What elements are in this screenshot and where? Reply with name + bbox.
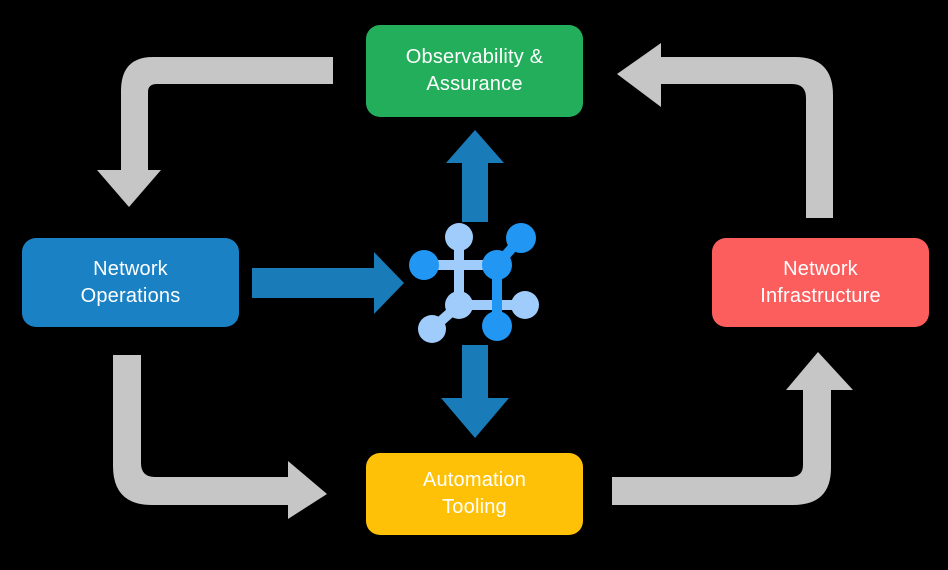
node-network-infrastructure[interactable]: Network Infrastructure [712, 238, 929, 327]
topology-node-light-bottomleft [418, 315, 446, 343]
arrow-center-to-automation [441, 345, 509, 438]
node-observability-assurance[interactable]: Observability & Assurance [366, 25, 583, 117]
node-automation-tooling-label: Automation Tooling [422, 469, 527, 518]
node-network-operations[interactable]: Network Operations [22, 238, 239, 327]
arrow-automation-to-infrastructure [612, 352, 853, 505]
node-network-infrastructure-label: Network Infrastructure [760, 257, 881, 307]
network-topology-icon [409, 223, 539, 343]
topology-node-hub [482, 250, 512, 280]
arrow-infrastructure-to-observability [617, 43, 833, 218]
topology-node-topright [506, 223, 536, 253]
node-network-operations-label: Network Operations [80, 257, 181, 307]
topology-node-light-top [445, 223, 473, 251]
node-automation-tooling[interactable]: Automation Tooling [366, 453, 583, 535]
topology-node-light-center [445, 291, 473, 319]
topology-node-bottom [482, 311, 512, 341]
arrow-operations-to-automation [113, 355, 327, 519]
topology-node-left [409, 250, 439, 280]
arrow-observability-to-operations [97, 57, 333, 207]
topology-node-light-right [511, 291, 539, 319]
node-observability-label: Observability & Assurance [405, 46, 544, 95]
arrow-center-to-observability [446, 130, 504, 222]
arrow-operations-to-center [252, 252, 404, 314]
